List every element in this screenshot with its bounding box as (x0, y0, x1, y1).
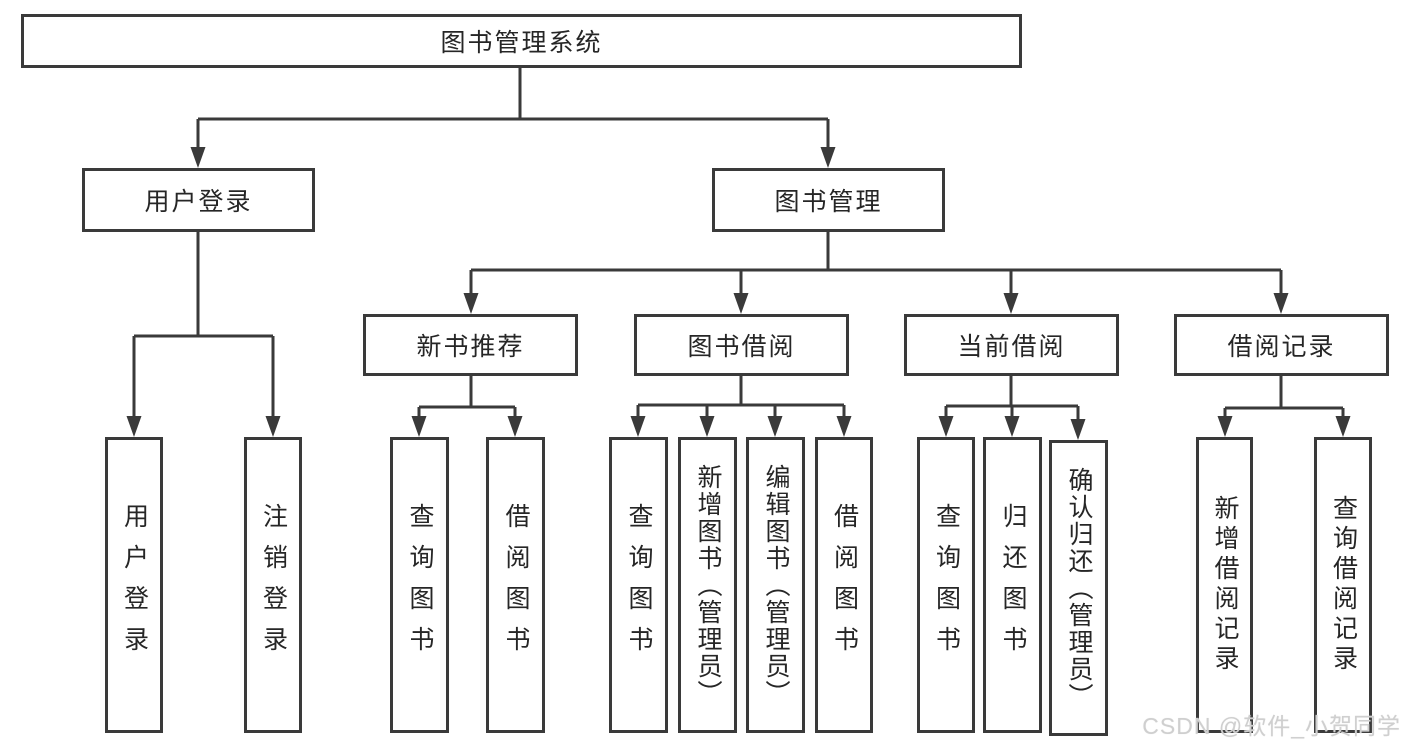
leaf-query-books: 查询图书 (917, 437, 975, 733)
leaf-logout-login: 注销登录 (244, 437, 302, 733)
node-book-borrowing: 图书借阅 (634, 314, 849, 376)
leaf-query-books: 查询图书 (609, 437, 668, 733)
leaf-add-borrow-record: 新增借阅记录 (1196, 437, 1253, 733)
leaf-user-login: 用户登录 (105, 437, 163, 733)
csdn-watermark: CSDN @软件_小贺同学 (1142, 713, 1401, 739)
leaf-query-books: 查询图书 (390, 437, 449, 733)
node-borrowing-records: 借阅记录 (1174, 314, 1389, 376)
arrowheads (126, 147, 1351, 440)
node-user-login: 用户登录 (82, 168, 315, 232)
node-new-book-recommendation: 新书推荐 (363, 314, 578, 376)
node-library-system: 图书管理系统 (21, 14, 1022, 68)
leaf-edit-books-admin: 编辑图书（管理员） (746, 437, 805, 733)
leaf-confirm-return-admin: 确认归还（管理员） (1049, 440, 1108, 736)
node-current-borrowing: 当前借阅 (904, 314, 1119, 376)
leaf-return-books: 归还图书 (983, 437, 1042, 733)
leaf-query-borrow-record: 查询借阅记录 (1314, 437, 1372, 733)
leaf-borrow-books: 借阅图书 (486, 437, 545, 733)
node-book-management: 图书管理 (712, 168, 945, 232)
leaf-borrow-books: 借阅图书 (815, 437, 873, 733)
leaf-add-books-admin: 新增图书（管理员） (678, 437, 737, 733)
